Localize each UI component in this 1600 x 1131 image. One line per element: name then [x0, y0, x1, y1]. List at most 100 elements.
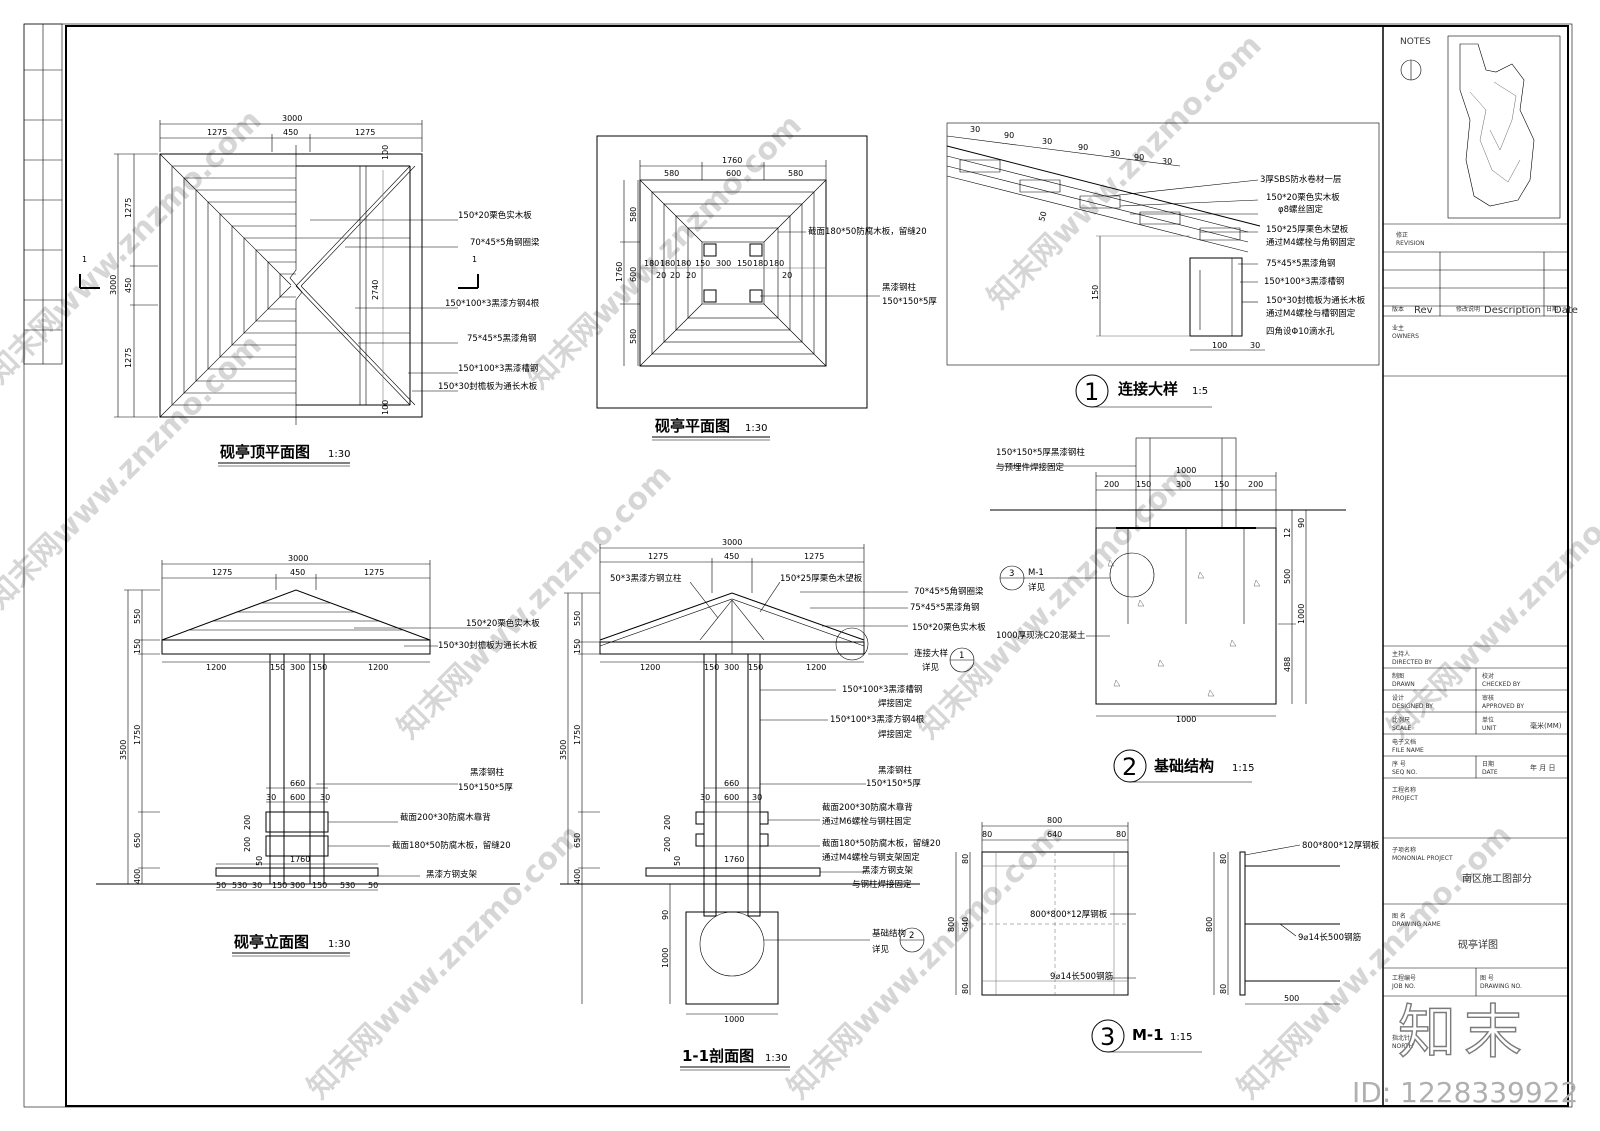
- dim-label: 1275: [804, 552, 824, 561]
- dim-label: 150: [695, 259, 710, 268]
- note-label: 75*45*5黑漆角钢: [1266, 258, 1336, 269]
- subproject-name: 南区施工图部分: [1462, 872, 1532, 885]
- note-label: 与预埋件焊接固定: [996, 462, 1065, 473]
- dim-label: 180: [660, 259, 675, 268]
- dim-label: 1275: [207, 128, 227, 137]
- dim-label: 80: [982, 830, 992, 839]
- id-watermark: ID: 1228339922: [1352, 1076, 1578, 1109]
- watermark-text: 知末网www.znzmo.com: [981, 28, 1269, 316]
- dim-label: 80: [1219, 984, 1228, 994]
- dim-label: 640: [961, 917, 970, 932]
- dim-label: 80: [961, 854, 970, 864]
- dim-label: 580: [664, 169, 679, 178]
- dim-label: 30: [252, 881, 262, 890]
- dim-label: 550: [133, 609, 142, 624]
- callout-number: 1: [959, 651, 964, 661]
- dim-label: 500: [1284, 994, 1299, 1003]
- dim-label: 80: [1116, 830, 1126, 839]
- field-label: DIRECTED BY: [1392, 659, 1432, 666]
- note-label: 150*20栗色实木板: [458, 210, 532, 221]
- dim-label: 1000: [1176, 466, 1196, 475]
- inner-border: [65, 25, 1569, 1107]
- dim-label: 600: [726, 169, 741, 178]
- dim-label: 450: [724, 552, 739, 561]
- dim-label: 200: [663, 815, 672, 830]
- field-label: 图 名: [1392, 912, 1406, 920]
- dim-label: 1200: [368, 663, 388, 672]
- note-label: 9⌀14长500钢筋: [1298, 932, 1361, 943]
- field-label: MONONIAL PROJECT: [1392, 855, 1453, 862]
- dim-label: 100: [381, 145, 390, 160]
- field-label: CHECKED BY: [1482, 681, 1521, 688]
- dim-label: 500: [1283, 569, 1292, 584]
- note-label: 黑漆方钢支架: [862, 865, 914, 876]
- note-label: 150*150*5厚: [458, 783, 513, 793]
- view-title: M-1: [1132, 1026, 1164, 1044]
- dim-label: 1000: [661, 948, 670, 968]
- note-label: 与钢柱焊接固定: [852, 879, 912, 890]
- field-value: 年 月 日: [1530, 763, 1555, 772]
- dim-label: 488: [1283, 657, 1292, 672]
- field-label: APPROVED BY: [1482, 703, 1524, 710]
- note-label: 黑漆钢柱: [882, 282, 917, 293]
- brand-watermark: 知末: [1398, 998, 1530, 1066]
- note-label: 通过M4螺栓与角钢固定: [1266, 237, 1356, 248]
- dim-label: 800: [1205, 917, 1214, 932]
- view-title: 1-1剖面图: [682, 1047, 754, 1065]
- view-scale: 1:30: [765, 1053, 787, 1064]
- view-title: 砚亭立面图: [234, 933, 309, 951]
- note-label: 通过M4螺栓与钢支架固定: [822, 852, 920, 863]
- dim-label: 450: [283, 128, 298, 137]
- detail-number: 3: [1100, 1023, 1115, 1051]
- dim-label: 150: [312, 881, 327, 890]
- note-label: 70*45*5角钢圈梁: [914, 586, 984, 597]
- dim-label: 1200: [206, 663, 226, 672]
- plan-view: 1760 580 600 580 1760 580 600 580 180 18…: [596, 135, 937, 441]
- dim-label: 580: [629, 207, 638, 222]
- dim-label: 1275: [355, 128, 375, 137]
- view-scale: 1:30: [328, 449, 350, 460]
- field-value: 毫米(MM): [1530, 721, 1562, 730]
- dim-label: 600: [290, 793, 305, 802]
- site-plan-thumbnail: [1447, 35, 1561, 219]
- field-label: NORTH: [1392, 1043, 1413, 1050]
- dim-label: 1275: [364, 568, 384, 577]
- dim-label: 150: [312, 663, 327, 672]
- revision-column: 日期: [1546, 305, 1558, 313]
- dim-label: 80: [1219, 854, 1228, 864]
- dim-label: 1750: [573, 725, 582, 745]
- dim-label: 600: [724, 793, 739, 802]
- dim-label: 50: [1037, 210, 1048, 222]
- note-label: 150*150*5厚黑漆钢柱: [996, 447, 1085, 458]
- field-label: 图 号: [1480, 975, 1494, 982]
- note-label: 截面180*50防腐木板，留缝20: [392, 840, 511, 851]
- dim-label: 150: [1091, 285, 1100, 300]
- dim-label: 30: [1110, 149, 1120, 158]
- dim-label: 400: [573, 869, 582, 884]
- field-label: SEQ NO.: [1392, 769, 1417, 776]
- section-view: 3000 1275 450 1275 550 150 3500 1750 650…: [559, 538, 986, 1071]
- dim-label: 200: [243, 837, 252, 852]
- note-label: 四角设Φ10滴水孔: [1266, 326, 1335, 337]
- field-label: FILE NAME: [1392, 747, 1424, 754]
- field-label: 单位: [1482, 716, 1494, 724]
- note-label: 黑漆钢柱: [878, 765, 913, 776]
- watermark-text: 知末网www.znzmo.com: [521, 108, 809, 396]
- note-label: 150*30封檐板为通长木板: [438, 640, 538, 651]
- note-label: 详见: [1028, 582, 1046, 593]
- dim-label: 30: [752, 793, 762, 802]
- note-label: 黑漆方钢支架: [426, 869, 478, 880]
- field-label: 序 号: [1392, 760, 1406, 768]
- dim-label: 650: [573, 833, 582, 848]
- elevation-view: 3000 1275 450 1275 550 150 3500 1750 650…: [96, 554, 540, 957]
- dim-label: 150: [737, 259, 752, 268]
- dim-label: 3500: [119, 740, 128, 760]
- foundation-detail-view: 1000 200 150 300 150 200 90 12 500 1000 …: [990, 437, 1346, 783]
- dim-label: 530: [340, 881, 355, 890]
- note-label: 黑漆钢柱: [470, 767, 505, 778]
- note-label: 800*800*12厚钢板: [1302, 840, 1380, 851]
- dim-label: 1275: [124, 348, 133, 368]
- dim-label: 3000: [722, 538, 742, 547]
- note-label: 通过M6螺栓与钢柱固定: [822, 816, 912, 827]
- dim-label: 3000: [288, 554, 308, 563]
